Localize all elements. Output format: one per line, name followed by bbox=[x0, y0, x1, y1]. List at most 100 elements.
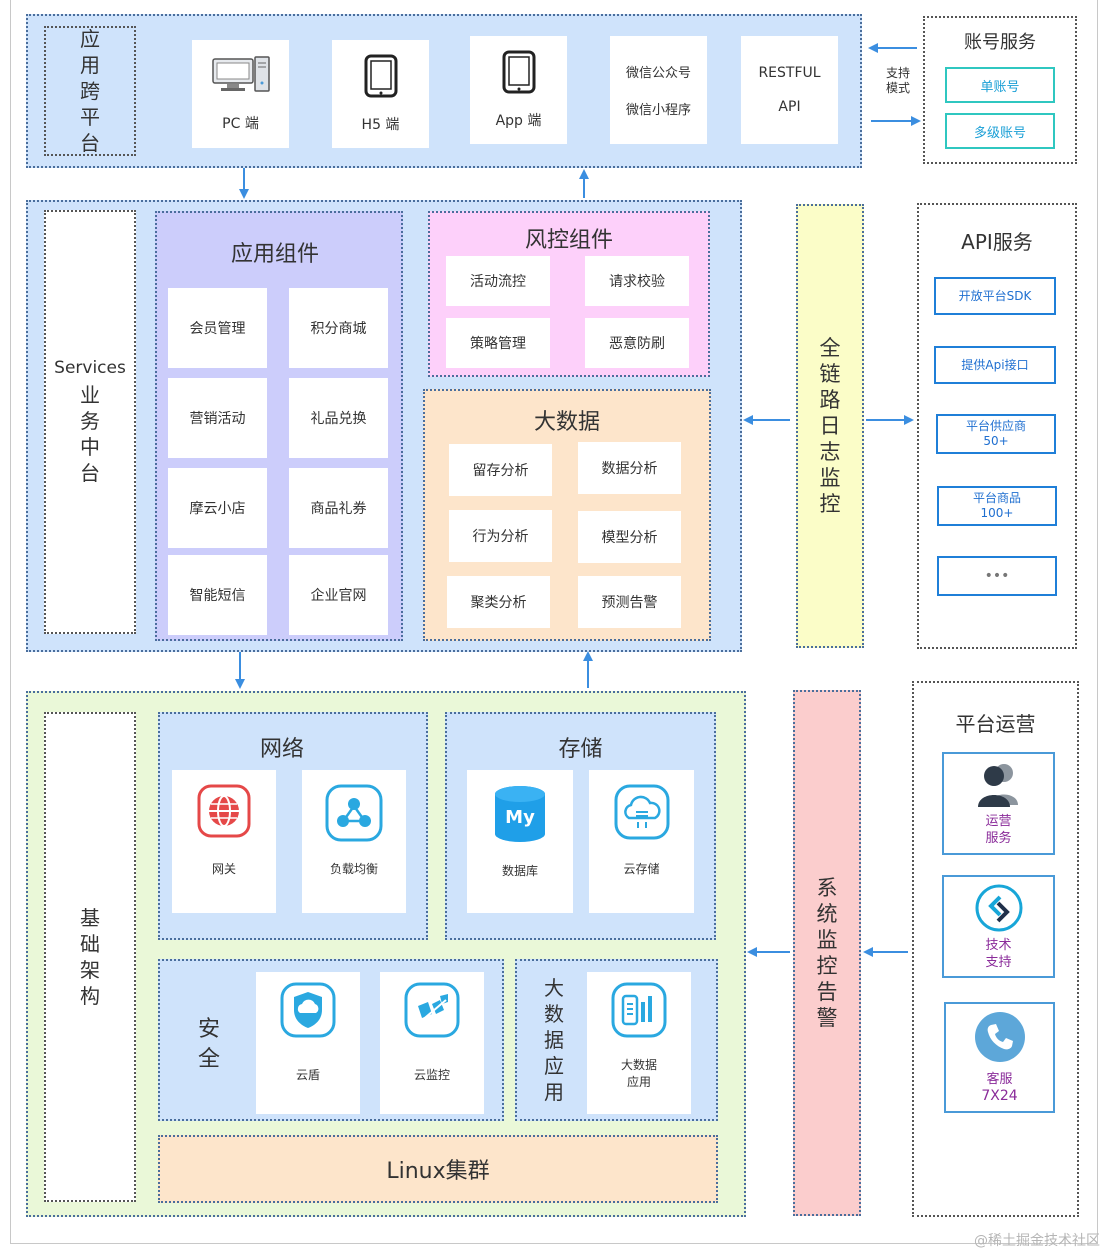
people-icon bbox=[977, 763, 1018, 807]
big-data-app-label-char: 据 bbox=[544, 1028, 564, 1052]
platform-label-char: 跨 bbox=[80, 79, 100, 103]
api-item-sdk[interactable]: 开放平台SDK bbox=[934, 277, 1056, 315]
app-component-card[interactable]: 智能短信 bbox=[168, 555, 267, 635]
client-card-restful[interactable]: RESTFUL API bbox=[741, 36, 838, 144]
network-title: 网络 bbox=[259, 737, 304, 762]
app-component-card[interactable]: 礼品兑换 bbox=[289, 378, 388, 458]
operations-title: 平台运营 bbox=[955, 712, 1036, 736]
multi-account-button[interactable]: 多级账号 bbox=[945, 113, 1055, 149]
customer-service-label: 客服 bbox=[986, 1071, 1013, 1087]
linux-cluster-bar: Linux集群 bbox=[158, 1135, 718, 1203]
app-component-label: 积分商城 bbox=[310, 321, 367, 337]
linux-cluster-label: Linux集群 bbox=[386, 1159, 490, 1184]
client-card-pc[interactable]: PC 端 bbox=[192, 40, 289, 148]
api-item-label: 平台商品 bbox=[972, 491, 1021, 505]
app-component-card[interactable]: 企业官网 bbox=[289, 555, 388, 635]
big-data-app-label-char: 用 bbox=[544, 1080, 564, 1104]
log-monitor-char: 全 bbox=[819, 336, 841, 360]
app-component-label: 营销活动 bbox=[189, 411, 246, 427]
support-mode-line: 支持 bbox=[885, 66, 910, 80]
cloud-shield-card[interactable]: 云盾 bbox=[256, 972, 360, 1114]
api-item-more[interactable]: ••• bbox=[937, 556, 1057, 596]
customer-service-card[interactable]: 客服 7X24 bbox=[944, 1002, 1055, 1113]
app-component-card[interactable]: 商品礼券 bbox=[289, 468, 388, 548]
big-data-item-card[interactable]: 数据分析 bbox=[578, 442, 681, 494]
cloud-storage-icon bbox=[614, 784, 669, 840]
app-component-card[interactable]: 会员管理 bbox=[168, 288, 267, 368]
infrastructure-label-char: 础 bbox=[80, 932, 100, 956]
app-component-label: 企业官网 bbox=[310, 588, 367, 604]
risk-component-card[interactable]: 请求校验 bbox=[585, 256, 689, 306]
tech-support-label: 技术 bbox=[985, 937, 1012, 953]
storage-title: 存储 bbox=[558, 737, 603, 762]
big-data-item-label: 留存分析 bbox=[472, 463, 529, 479]
client-card-wechat[interactable]: 微信公众号 微信小程序 bbox=[610, 36, 707, 144]
big-data-item-label: 模型分析 bbox=[601, 530, 658, 546]
app-component-label: 礼品兑换 bbox=[310, 411, 367, 427]
single-account-button[interactable]: 单账号 bbox=[945, 67, 1055, 103]
tech-support-icon bbox=[975, 884, 1022, 931]
platform-label-char: 台 bbox=[80, 131, 100, 155]
big-data-item-label: 聚类分析 bbox=[470, 595, 527, 611]
support-mode-line: 模式 bbox=[885, 81, 910, 95]
services-label-char: 中 bbox=[80, 435, 100, 459]
big-data-item-card[interactable]: 行为分析 bbox=[449, 510, 552, 562]
tablet-h5-icon bbox=[364, 54, 397, 98]
cloud-monitor-card[interactable]: 云监控 bbox=[380, 972, 484, 1114]
database-card[interactable]: My 数据库 bbox=[467, 770, 573, 913]
risk-component-card[interactable]: 策略管理 bbox=[446, 318, 550, 368]
services-label-char: 务 bbox=[80, 409, 100, 433]
operations-service-card[interactable]: 运营 服务 bbox=[942, 752, 1055, 855]
gateway-card[interactable]: 网关 bbox=[172, 770, 276, 913]
tech-support-label: 支持 bbox=[985, 954, 1012, 970]
big-data-item-label: 行为分析 bbox=[472, 529, 529, 545]
api-item-interface[interactable]: 提供Api接口 bbox=[934, 346, 1056, 384]
load-balance-icon bbox=[325, 784, 383, 842]
gateway-label: 网关 bbox=[211, 862, 236, 876]
desktop-pc-icon bbox=[211, 56, 270, 92]
big-data-app-label-char: 应 bbox=[544, 1054, 564, 1078]
cloud-storage-card[interactable]: 云存储 bbox=[589, 770, 694, 913]
app-component-label: 摩云小店 bbox=[189, 501, 246, 517]
app-component-card[interactable]: 摩云小店 bbox=[168, 468, 267, 548]
support-mode-label: 支持 模式 bbox=[878, 66, 918, 96]
cloud-monitor-label: 云监控 bbox=[413, 1068, 450, 1082]
client-card-h5[interactable]: H5 端 bbox=[332, 40, 429, 148]
services-label-chars: 业务中台 bbox=[80, 382, 100, 486]
platform-section bbox=[26, 14, 862, 168]
load-balance-label: 负载均衡 bbox=[329, 862, 378, 876]
load-balance-card[interactable]: 负载均衡 bbox=[302, 770, 406, 913]
customer-service-label: 7X24 bbox=[981, 1087, 1018, 1104]
client-label: H5 端 bbox=[361, 117, 400, 133]
big-data-item-card[interactable]: 聚类分析 bbox=[447, 576, 550, 628]
system-monitor-char: 告 bbox=[816, 980, 838, 1004]
client-card-app[interactable]: App 端 bbox=[470, 36, 567, 144]
api-item-label: 平台供应商 bbox=[965, 419, 1026, 433]
client-label: PC 端 bbox=[222, 116, 259, 132]
system-monitor-char: 控 bbox=[816, 954, 838, 978]
big-data-app-card[interactable]: 大数据 应用 bbox=[587, 972, 691, 1114]
database-label: 数据库 bbox=[501, 864, 538, 878]
risk-component-card[interactable]: 恶意防刷 bbox=[585, 318, 689, 368]
risk-component-label: 策略管理 bbox=[470, 336, 526, 352]
tech-support-card[interactable]: 技术 支持 bbox=[942, 875, 1055, 978]
cloud-monitor-icon bbox=[404, 982, 460, 1038]
api-item-count: 50+ bbox=[983, 434, 1009, 448]
tablet-app-icon bbox=[502, 50, 535, 94]
app-component-card[interactable]: 积分商城 bbox=[289, 288, 388, 368]
platform-label-char: 平 bbox=[80, 105, 100, 129]
big-data-item-card[interactable]: 模型分析 bbox=[578, 511, 681, 563]
log-monitor-char: 链 bbox=[819, 362, 841, 386]
big-data-item-card[interactable]: 留存分析 bbox=[449, 444, 552, 496]
client-label: 微信小程序 bbox=[625, 103, 691, 118]
infrastructure-label-char: 架 bbox=[80, 958, 100, 982]
big-data-item-card[interactable]: 预测告警 bbox=[578, 576, 681, 628]
api-service-title: API服务 bbox=[961, 230, 1033, 254]
risk-component-card[interactable]: 活动流控 bbox=[446, 256, 550, 306]
security-label-char: 全 bbox=[197, 1047, 220, 1072]
app-component-card[interactable]: 营销活动 bbox=[168, 378, 267, 458]
security-label: 安全 bbox=[184, 990, 234, 1100]
